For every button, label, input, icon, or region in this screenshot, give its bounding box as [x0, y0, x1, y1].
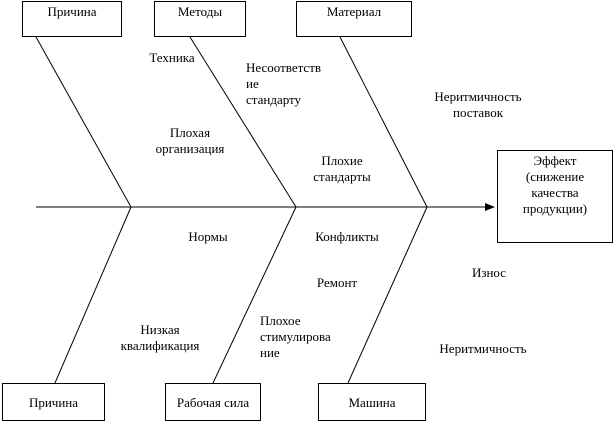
category-box-top-left: Причина: [22, 1, 122, 37]
category-box-machine: Машина: [318, 383, 426, 421]
bone-bottom-right: [347, 206, 428, 384]
effect-box: Эффект (снижение качества продукции): [497, 150, 613, 243]
bone-bottom-left: [54, 206, 132, 384]
category-label: Рабочая сила: [176, 394, 250, 410]
category-label: Материал: [326, 4, 382, 19]
category-box-material: Материал: [296, 1, 412, 37]
category-box-workforce: Рабочая сила: [165, 383, 261, 421]
category-label: Машина: [348, 394, 396, 410]
category-label: Причина: [47, 4, 97, 19]
cause-label-neritmichnost-postavok: Неритмичность поставок: [434, 89, 522, 120]
cause-label-normy: Нормы: [188, 229, 228, 244]
bone-bottom-middle: [212, 206, 297, 384]
cause-label-remont: Ремонт: [316, 275, 358, 290]
cause-label-iznos: Износ: [471, 265, 507, 280]
category-label: Причина: [28, 394, 79, 410]
cause-label-neritmichnost: Неритмичность: [439, 341, 527, 356]
cause-label-plokhie-standarty: Плохие стандарты: [313, 153, 371, 184]
cause-label-tekhnika: Техника: [149, 50, 195, 65]
cause-label-plokhoe-stimulirovanie: Плохое стимулирова ние: [260, 313, 331, 360]
cause-label-nizkaya-kvalifikatsiya: Низкая квалификация: [120, 322, 200, 353]
category-label: Методы: [177, 4, 223, 19]
cause-label-konflikty: Конфликты: [315, 229, 379, 244]
bone-top-right: [339, 36, 428, 208]
cause-label-nesootvetstvie: Несоответств ие стандарту: [246, 60, 322, 107]
bone-top-middle: [189, 36, 297, 208]
cause-label-plokhaya-organizatsiya: Плохая организация: [155, 125, 225, 156]
category-box-methods: Методы: [154, 1, 246, 37]
bone-top-left: [35, 36, 132, 208]
category-box-bottom-left: Причина: [2, 383, 105, 421]
